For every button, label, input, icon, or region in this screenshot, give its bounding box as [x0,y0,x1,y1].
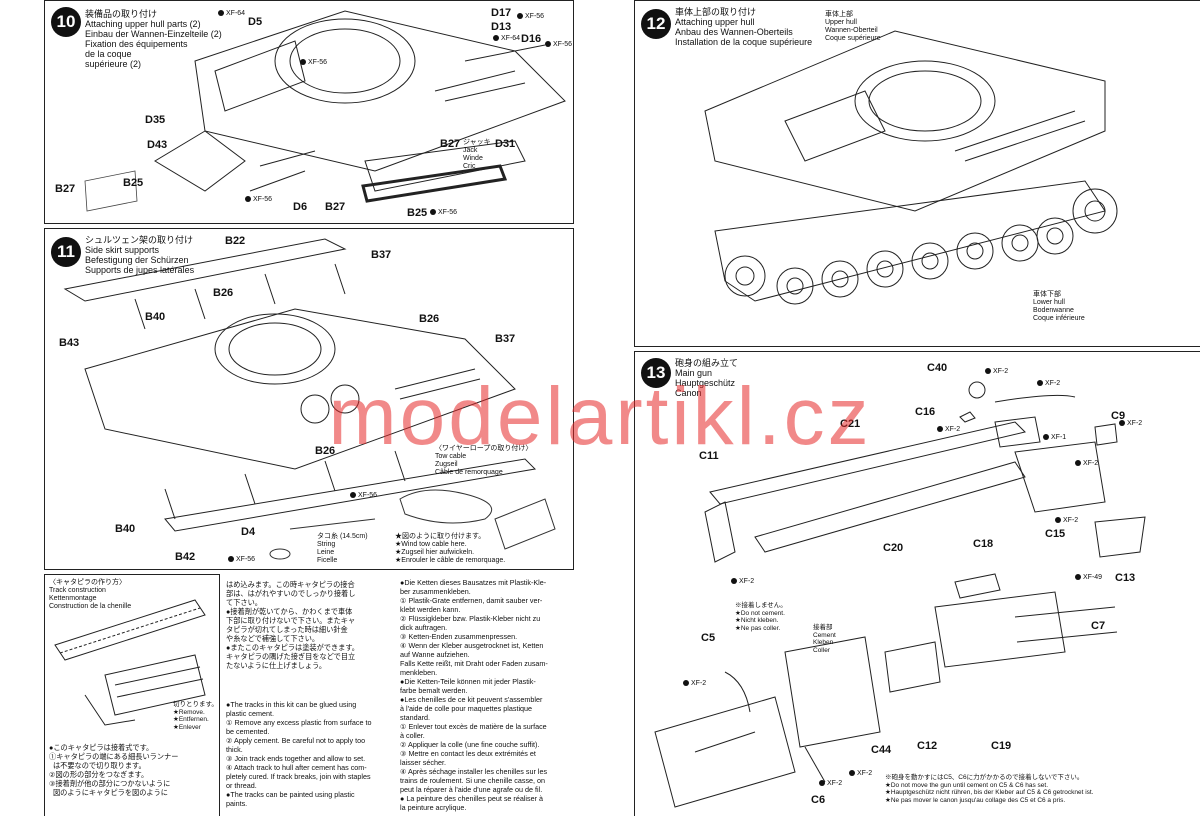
paint-code: XF-2 [1055,517,1078,524]
part-label: B27 [440,138,461,150]
paint-code: XF-56 [430,209,457,216]
paint-code: XF-2 [1119,420,1142,427]
part-label: C13 [1115,572,1136,584]
cement-note: 接着部 Cement Kleben Coller [813,624,836,654]
paint-code: XF-2 [1075,460,1098,467]
part-label: D5 [248,16,263,28]
paint-code: XF-56 [517,13,544,20]
part-label: B26 [213,287,234,299]
part-label: C18 [973,538,994,550]
part-label: C40 [927,362,948,374]
part-label: D31 [495,138,516,150]
part-label: B22 [225,235,246,247]
part-label: D13 [491,21,512,33]
track-de-fr: ●Die Ketten dieses Bausatzes mit Plastik… [400,578,548,812]
part-label: C15 [1045,528,1066,540]
no-cement-note: ※接着しません。 ★Do not cement. ★Nicht kleben. … [735,602,787,632]
paint-code: XF-56 [245,196,272,203]
step-12-panel: 12 車体上部の取り付け Attaching upper hull Anbau … [634,0,1200,347]
paint-code: XF-2 [985,368,1008,375]
part-label: D4 [241,526,256,538]
gun-note: ※砲身を動かすにはC5、C6に力がかかるので接着しないで下さい。 ★Do not… [885,774,1094,804]
track-title: 〈キャタピラの作り方〉 Track construction Kettenmon… [49,579,132,610]
wind-note: ★図のように取り付けます。 ★Wind tow cable here. ★Zug… [395,533,506,564]
track-jp-col1: ●このキャタピラは接着式です。 ①キャタピラの端にある細長いランナー は不要なの… [49,743,179,797]
paint-code: XF-2 [1037,380,1060,387]
part-label: B40 [115,523,136,535]
paint-code: XF-64 [493,35,520,42]
part-label: C7 [1091,620,1106,632]
track-panel: 〈キャタピラの作り方〉 Track construction Kettenmon… [44,574,220,816]
step-title: 車体上部の取り付け Attaching upper hull Anbau des… [675,7,813,47]
paint-code: XF-49 [1075,574,1102,581]
part-label: D17 [491,7,512,19]
part-label: B27 [325,201,346,213]
paint-code: XF-56 [350,492,377,499]
part-label: B26 [419,313,440,325]
lower-hull-label: 車体下部 Lower hull Bodenwanne Coque inférie… [1033,291,1085,322]
string-label: タコ糸 (14.5cm) String Leine Ficelle [317,533,368,564]
step-number: 10 [51,7,81,37]
part-label: C44 [871,744,892,756]
step-11-drawing [63,238,556,560]
step-number: 12 [641,9,671,39]
part-label: B26 [315,445,336,457]
step-10-panel: 10 装備品の取り付け Attaching upper hull parts (… [44,0,574,224]
paint-code: XF-2 [819,780,842,787]
part-label: C21 [840,418,861,430]
part-label: B37 [371,249,392,261]
track-drawing [54,599,206,726]
part-label: B27 [55,183,76,195]
track-en: ●The tracks in this kit can be glued usi… [226,700,372,808]
step-title: 砲身の組み立て Main gun Hauptgeschütz Canon [675,358,739,398]
part-label: B40 [145,311,166,323]
paint-code: XF-2 [683,680,706,687]
paint-code: XF-2 [849,770,872,777]
paint-code: XF-56 [545,41,572,48]
step-number: 13 [641,358,671,388]
part-label: C12 [917,740,938,752]
part-label: B25 [407,207,428,219]
paint-code: XF-1 [1043,434,1066,441]
step-10-drawing [84,10,566,212]
part-label: C16 [915,406,936,418]
part-label: D16 [521,33,542,45]
part-label: C6 [811,794,826,806]
part-label: B42 [175,551,196,563]
paint-code: XF-56 [228,556,255,563]
part-label: C20 [883,542,904,554]
tow-cable-title: 〈ワイヤーロープの取り付け〉 Tow cable Zugseil Câble d… [435,445,533,476]
step-11-panel: 11 シュルツェン架の取り付け Side skirt supports Befe… [44,228,574,570]
paint-code: XF-2 [731,578,754,585]
part-label: C5 [701,632,716,644]
step-12-drawing [704,30,1118,305]
paint-code: XF-56 [300,59,327,66]
step-13-drawing [654,381,1146,808]
part-label: C11 [699,450,719,462]
part-label: B43 [59,337,80,349]
part-label: B37 [495,333,516,345]
track-jp-col2: はめ込みます。この時キャタピラの接合 部は、はがれやすいのでしっかり接着し て下… [226,580,359,670]
part-label: D6 [293,201,308,213]
step-title: 装備品の取り付け Attaching upper hull parts (2) … [85,9,222,69]
paint-code: XF-2 [937,426,960,433]
step-title: シュルツェン架の取り付け Side skirt supports Befesti… [85,235,195,275]
part-label: D35 [145,114,166,126]
part-label: B25 [123,177,144,189]
remove-note: 切りとります。 ★Remove. ★Entfernen. ★Enlever [173,701,218,731]
jack-label: ジャッキ Jack Winde Cric [463,139,491,170]
part-label: C19 [991,740,1012,752]
step-13-panel: 13 砲身の組み立て Main gun Hauptgeschütz Canon … [634,351,1200,816]
part-label: C9 [1111,410,1126,422]
paint-code: XF-64 [218,10,245,17]
upper-hull-label: 車体上部 Upper hull Wannen-Oberteil Coque su… [825,11,881,42]
step-number: 11 [51,237,81,267]
part-label: D43 [147,139,168,151]
